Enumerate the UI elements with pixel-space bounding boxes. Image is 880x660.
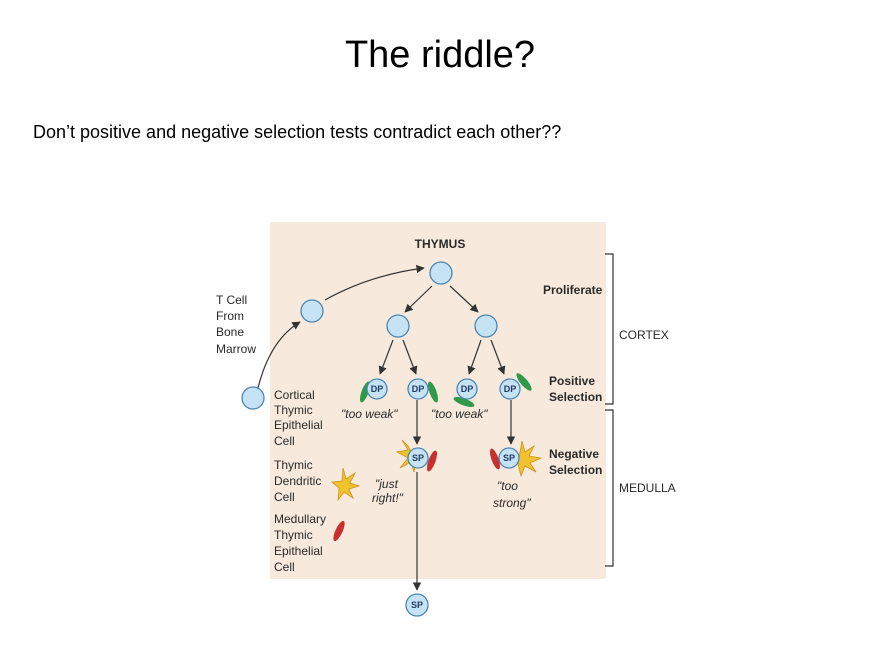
- sp-cells: SP SP SP: [405, 447, 520, 617]
- thymocyte-cell: [429, 261, 453, 285]
- thymocyte-cell: [300, 299, 324, 323]
- svg-text:DP: DP: [504, 384, 517, 394]
- region-brackets: [605, 253, 614, 567]
- dp-cells: DP DP DP DP: [366, 378, 521, 400]
- dp-cell: DP: [366, 378, 388, 400]
- svg-text:strong": strong": [493, 496, 531, 510]
- proliferate-label: Proliferate: [543, 283, 603, 297]
- svg-text:From: From: [216, 309, 244, 323]
- svg-text:DP: DP: [461, 384, 474, 394]
- thymocyte-cell: [386, 314, 410, 338]
- svg-text:DP: DP: [412, 384, 425, 394]
- lineage-arrows: [257, 264, 516, 591]
- svg-text:Negative: Negative: [549, 447, 599, 461]
- dendritic-cell-label: Thymic Dendritic Cell: [274, 458, 321, 504]
- svg-text:"just: "just: [375, 477, 399, 491]
- cortex-bracket: [605, 253, 614, 405]
- svg-text:Cell: Cell: [274, 434, 295, 448]
- svg-text:Cortical: Cortical: [274, 388, 315, 402]
- svg-text:SP: SP: [503, 453, 515, 463]
- dp-cell: DP: [499, 378, 521, 400]
- positive-selection-label: Positive Selection: [549, 374, 602, 404]
- medullary-epithelial-cells: [333, 448, 500, 542]
- svg-text:Selection: Selection: [549, 463, 602, 477]
- svg-text:SP: SP: [412, 453, 424, 463]
- sp-cell: SP: [407, 447, 429, 469]
- medulla-label: MEDULLA: [619, 481, 676, 495]
- svg-text:Dendritic: Dendritic: [274, 474, 321, 488]
- svg-text:Cell: Cell: [274, 490, 295, 504]
- sp-cell: SP: [498, 447, 520, 469]
- svg-text:"too: "too: [497, 479, 518, 493]
- svg-text:Positive: Positive: [549, 374, 595, 388]
- svg-text:SP: SP: [411, 600, 423, 610]
- too-weak-label: "too weak": [341, 407, 398, 421]
- bone-marrow-t-cell: [241, 386, 265, 410]
- slide-title: The riddle?: [344, 34, 536, 76]
- medulla-bracket: [605, 409, 614, 567]
- svg-text:Bone: Bone: [216, 325, 244, 339]
- just-right-label: "just right!": [372, 477, 404, 505]
- slide-question: Don’t positive and negative selection te…: [33, 122, 562, 142]
- negative-selection-label: Negative Selection: [549, 447, 602, 477]
- too-strong-label: "too strong": [493, 479, 531, 510]
- sp-cell: SP: [405, 593, 429, 617]
- cortex-label: CORTEX: [619, 328, 669, 342]
- t-cells: [241, 261, 498, 410]
- thymus-label: THYMUS: [415, 237, 466, 251]
- t-cell-source-label: T Cell From Bone Marrow: [216, 293, 256, 356]
- svg-text:Thymic: Thymic: [274, 458, 313, 472]
- cortical-epithelial-label: Cortical Thymic Epithelial Cell: [274, 388, 323, 448]
- svg-text:Selection: Selection: [549, 390, 602, 404]
- svg-text:DP: DP: [371, 384, 384, 394]
- svg-text:T Cell: T Cell: [216, 293, 247, 307]
- svg-text:Epithelial: Epithelial: [274, 418, 323, 432]
- dp-cell: DP: [456, 378, 478, 400]
- svg-text:Cell: Cell: [274, 560, 295, 574]
- svg-text:Thymic: Thymic: [274, 403, 313, 417]
- svg-text:Medullary: Medullary: [274, 512, 326, 526]
- thymocyte-cell: [474, 314, 498, 338]
- dp-cell: DP: [407, 378, 429, 400]
- svg-text:Marrow: Marrow: [216, 342, 256, 356]
- too-weak-label: "too weak": [431, 407, 488, 421]
- svg-text:Epithelial: Epithelial: [274, 544, 323, 558]
- svg-text:Thymic: Thymic: [274, 528, 313, 542]
- medullary-epithelial-label: Medullary Thymic Epithelial Cell: [274, 512, 326, 574]
- svg-text:right!": right!": [372, 491, 404, 505]
- cortical-epithelial-cells: [360, 373, 532, 407]
